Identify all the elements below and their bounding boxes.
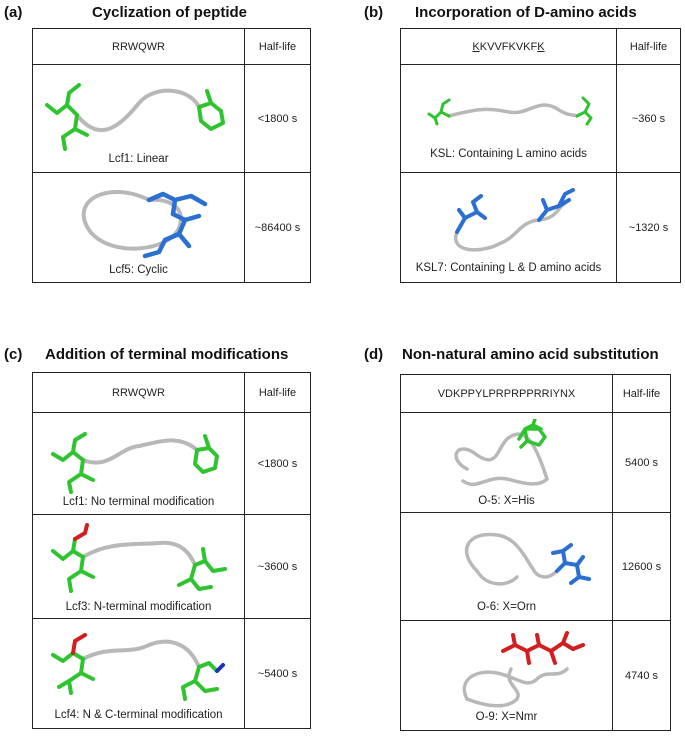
panel-d-table: VDKPPYLPRPRPPRRIYNX Half-life O-5: X=His… (400, 374, 671, 731)
half-life-value: <1800 s (244, 412, 311, 515)
structure-caption: KSL: Containing L amino acids (430, 147, 587, 160)
peptide-structure-nc-mod (50, 632, 225, 701)
half-life-value: ~86400 s (244, 172, 311, 283)
sequence-residue-d-last: K (537, 40, 545, 53)
structure-cell: Lcf1: Linear (32, 64, 245, 173)
structure-caption: Lcf4: N & C-terminal modification (54, 708, 223, 721)
peptide-structure-nmr (462, 630, 585, 707)
half-life-header: Half-life (616, 28, 681, 65)
structure-cell: O-6: X=Orn (400, 512, 613, 621)
panel-c-title: Addition of terminal modifications (45, 346, 289, 363)
panel-b-label: (b) (364, 4, 384, 21)
peptide-structure-orn (464, 532, 591, 585)
half-life-value: ~1320 s (616, 172, 681, 283)
panel-b-table: KKVVFKVKFK Half-life KSL: Containing L a… (400, 28, 681, 283)
peptide-structure-n-mod (50, 522, 227, 593)
half-life-header: Half-life (612, 374, 671, 413)
structure-cell: Lcf4: N & C-terminal modification (32, 618, 245, 729)
structure-caption: KSL7: Containing L & D amino acids (415, 261, 602, 274)
structure-cell: Lcf5: Cyclic (32, 172, 245, 283)
structure-caption: Lcf5: Cyclic (109, 263, 168, 276)
structure-caption: Lcf3: N-terminal modification (65, 600, 212, 613)
half-life-value: 4740 s (612, 620, 671, 731)
sequence-header: KKVVFKVKFK (400, 28, 617, 65)
half-life-header: Half-life (244, 28, 311, 65)
structure-cell: KSL: Containing L amino acids (400, 64, 617, 173)
half-life-value: 12600 s (612, 512, 671, 621)
structure-cell: Lcf1: No terminal modification (32, 412, 245, 515)
sequence-header: RRWQWR (32, 372, 245, 413)
half-life-value: ~360 s (616, 64, 681, 173)
peptide-structure-cyclic (81, 189, 207, 258)
panel-d-label: (d) (364, 346, 384, 363)
structure-cell: O-9: X=Nmr (400, 620, 613, 731)
panel-a-table: RRWQWR Half-life Lcf1: Linear <1800 s (32, 28, 311, 283)
peptide-structure-ld (453, 187, 575, 252)
structure-caption: Lcf1: Linear (108, 152, 169, 165)
half-life-value: ~5400 s (244, 618, 311, 729)
panel-c-table: RRWQWR Half-life Lcf1: No terminal modif… (32, 372, 311, 729)
half-life-value: <1800 s (244, 64, 311, 173)
sequence-residue-d-first: K (472, 40, 480, 53)
structure-caption: O-6: X=Orn (476, 600, 537, 613)
peptide-structure-l (427, 96, 592, 125)
half-life-value: 5400 s (612, 412, 671, 513)
panel-d-title: Non-natural amino acid substitution (402, 346, 659, 363)
panel-a-title: Cyclization of peptide (92, 4, 248, 21)
structure-cell: O-5: X=His (400, 412, 613, 513)
sequence-residues: KVVFKVKF (479, 40, 538, 53)
peptide-structure-his (454, 418, 549, 486)
structure-caption: O-9: X=Nmr (475, 710, 538, 723)
peptide-structure-linear (44, 82, 225, 151)
peptide-structure-no-mod (50, 431, 219, 494)
structure-cell: Lcf3: N-terminal modification (32, 514, 245, 619)
panel-a-label: (a) (4, 4, 23, 21)
panel-b-title: Incorporation of D-amino acids (415, 4, 637, 21)
structure-caption: Lcf1: No terminal modification (62, 495, 215, 508)
half-life-header: Half-life (244, 372, 311, 413)
sequence-header: RRWQWR (32, 28, 245, 65)
half-life-value: ~3600 s (244, 514, 311, 619)
sequence-header: VDKPPYLPRPRPPRRIYNX (400, 374, 613, 413)
panel-c-label: (c) (4, 346, 23, 363)
structure-cell: KSL7: Containing L & D amino acids (400, 172, 617, 283)
structure-caption: O-5: X=His (478, 494, 535, 507)
